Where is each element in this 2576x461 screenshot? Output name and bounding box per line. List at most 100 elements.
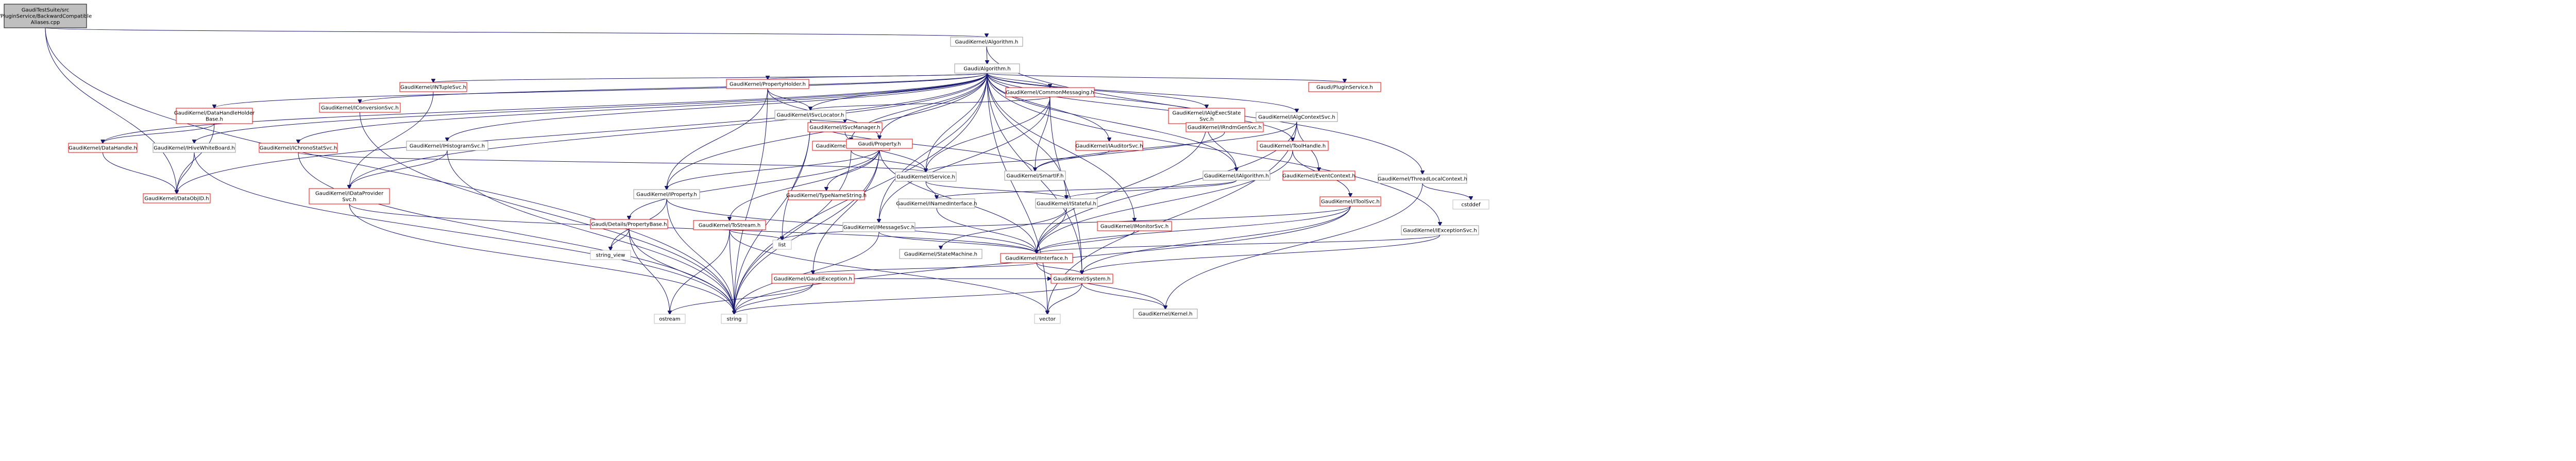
node-dataobjid[interactable]: GaudiKernel/DataObjID.h: [143, 193, 211, 203]
node-label: Gaudi/Details/PropertyBase.h: [591, 222, 667, 228]
node-istateful[interactable]: GaudiKernel/IStateful.h: [1035, 198, 1098, 209]
node-itoolsvc[interactable]: GaudiKernel/IToolSvc.h: [1319, 196, 1381, 207]
node-ichrono[interactable]: GaudiKernel/IChronoStatSvc.h: [259, 143, 338, 153]
node-itoolhandle[interactable]: GaudiKernel/ToolHandle.h: [1257, 141, 1329, 151]
node-ihisto[interactable]: GaudiKernel/IHistogramSvc.h: [406, 141, 488, 151]
edge-iexcsvc-to-status: [1082, 234, 1440, 274]
node-box: [788, 190, 865, 200]
node-string_view: string_view: [590, 250, 631, 260]
edge-status-to-string: [734, 283, 1082, 314]
node-iservice[interactable]: GaudiKernel/IService.h: [895, 172, 957, 182]
edge-root-to-algh: [45, 27, 987, 37]
node-box: [1452, 199, 1489, 210]
node-gexception[interactable]: GaudiKernel/GaudiException.h: [771, 274, 855, 284]
edge-commsg-to-isvcloc: [810, 96, 1050, 110]
edge-galg-to-iattsvc: [987, 73, 1297, 112]
node-irnd[interactable]: GaudiKernel/IRndmGenSvc.h: [1185, 122, 1264, 132]
node-commsg[interactable]: GaudiKernel/CommonMessaging.h: [1005, 87, 1095, 97]
node-iconv[interactable]: GaudiKernel/IConversionSvc.h: [319, 103, 401, 113]
node-propholder[interactable]: GaudiKernel/PropertyHolder.h: [726, 79, 809, 89]
node-iauditor[interactable]: GaudiKernel/IAuditorSvc.h: [1075, 141, 1143, 151]
node-status[interactable]: GaudiKernel/System.h: [1050, 274, 1113, 284]
edge-commsg-to-iservice: [926, 96, 1050, 172]
node-iinterface[interactable]: GaudiKernel/IInterface.h: [1000, 253, 1073, 263]
edge-galg-to-datahandle: [103, 73, 988, 143]
edge-status-to-vector: [1047, 283, 1082, 314]
node-box: [1005, 87, 1095, 97]
node-box: [721, 314, 748, 324]
edge-isvcmgr-to-iservice: [844, 131, 926, 172]
edge-galg-to-imonitor: [987, 73, 1134, 221]
edge-ichrono-to-iservice: [298, 152, 926, 172]
node-box: [1257, 141, 1329, 151]
node-label: GaudiKernel/StateMachine.h: [904, 252, 977, 258]
node-label: Gaudi/PluginService.h: [1316, 85, 1373, 91]
node-label: GaudiKernel/IInterface.h: [1005, 256, 1067, 262]
node-typename[interactable]: GaudiKernel/TypeNameString.h: [786, 190, 867, 200]
edge-tlc-to-kernel: [1165, 183, 1423, 309]
edge-galg-to-ialgorithm: [987, 73, 1236, 171]
node-iprop[interactable]: GaudiKernel/IProperty.h: [633, 189, 700, 199]
node-box: [1319, 196, 1381, 207]
node-box: [846, 139, 913, 149]
node-plugsvc[interactable]: Gaudi/PluginService.h: [1308, 82, 1381, 92]
edge-itoolsvc-to-iinterface: [1037, 206, 1351, 253]
node-box: [842, 222, 916, 232]
edge-galg-to-iexecstate: [987, 73, 1207, 108]
edge-gprop-to-gexception: [813, 148, 880, 274]
node-label: GaudiKernel/ISvcLocator.h: [777, 113, 844, 118]
node-kernel[interactable]: GaudiKernel/Kernel.h: [1133, 309, 1198, 319]
node-tlc[interactable]: GaudiKernel/ThreadLocalContext.h: [1378, 174, 1467, 184]
node-imonitor[interactable]: GaudiKernel/IMonitorSvc.h: [1097, 221, 1172, 231]
node-isvcmgr[interactable]: GaudiKernel/ISvcManager.h: [807, 122, 883, 132]
node-box: [1075, 141, 1143, 151]
node-smartif[interactable]: GaudiKernel/SmartIF.h: [1004, 170, 1066, 181]
node-box: [954, 63, 1020, 74]
node-box: [176, 108, 253, 124]
node-box: [1401, 225, 1479, 235]
edge-iconv-to-string: [360, 112, 735, 314]
node-iexcsvc[interactable]: GaudiKernel/IExceptionSvc.h: [1401, 225, 1479, 235]
edge-propholder-to-iprop: [667, 88, 768, 190]
edge-pdetails-to-string_view: [611, 228, 630, 250]
node-imsgsvc[interactable]: GaudiKernel/IMessageSvc.h: [842, 222, 916, 232]
node-ievtctx[interactable]: GaudiKernel/EventContext.h: [1282, 170, 1355, 181]
edge-galg-to-isvcloc: [810, 73, 988, 110]
node-tostream[interactable]: GaudiKernel/ToStream.h: [693, 220, 766, 230]
node-isvcloc[interactable]: GaudiKernel/ISvcLocator.h: [774, 110, 846, 120]
node-ihive[interactable]: GaudiKernel/IHiveWhiteBoard.h: [152, 143, 236, 153]
edge-commsg-to-smartif: [1035, 96, 1050, 171]
node-iattsvc[interactable]: GaudiKernel/IAlgContextSvc.h: [1256, 112, 1338, 122]
node-box: [898, 198, 975, 209]
node-label: string: [727, 317, 742, 322]
node-intuple[interactable]: GaudiKernel/INTupleSvc.h: [399, 82, 467, 92]
node-datahandle[interactable]: GaudiKernel/DataHandle.h: [68, 143, 138, 153]
node-ialgorithm[interactable]: GaudiKernel/IAlgorithm.h: [1202, 170, 1270, 181]
edge-galg-to-ichrono: [298, 73, 988, 143]
edge-inamed-to-iinterface: [936, 208, 1037, 253]
node-box: [1256, 112, 1338, 122]
node-root[interactable]: GaudiTestSuite/src/PluginService/Backwar…: [0, 4, 92, 28]
node-box: [309, 188, 390, 204]
node-box: [895, 172, 957, 182]
node-box: [68, 143, 138, 153]
node-statemachine[interactable]: GaudiKernel/StateMachine.h: [899, 249, 982, 259]
node-inamed[interactable]: GaudiKernel/INamedInterface.h: [896, 198, 977, 209]
node-label: GaudiKernel/Kernel.h: [1138, 312, 1192, 317]
node-box: [807, 122, 883, 132]
node-algh[interactable]: GaudiKernel/Algorithm.h: [950, 37, 1023, 47]
node-gprop[interactable]: Gaudi/Property.h: [846, 139, 913, 149]
node-pdetails[interactable]: Gaudi/Details/PropertyBase.h: [590, 219, 668, 229]
node-box: [4, 4, 87, 28]
edge-gexception-to-string: [734, 283, 814, 314]
node-label: GaudiKernel/System.h: [1054, 277, 1111, 282]
node-box: [1035, 198, 1098, 209]
edge-tlc-to-cstddef: [1422, 183, 1471, 200]
node-galg[interactable]: Gaudi/Algorithm.h: [954, 63, 1020, 74]
node-box: [1133, 309, 1198, 319]
edge-pdetails-to-string: [629, 228, 734, 314]
node-box: [590, 250, 631, 260]
